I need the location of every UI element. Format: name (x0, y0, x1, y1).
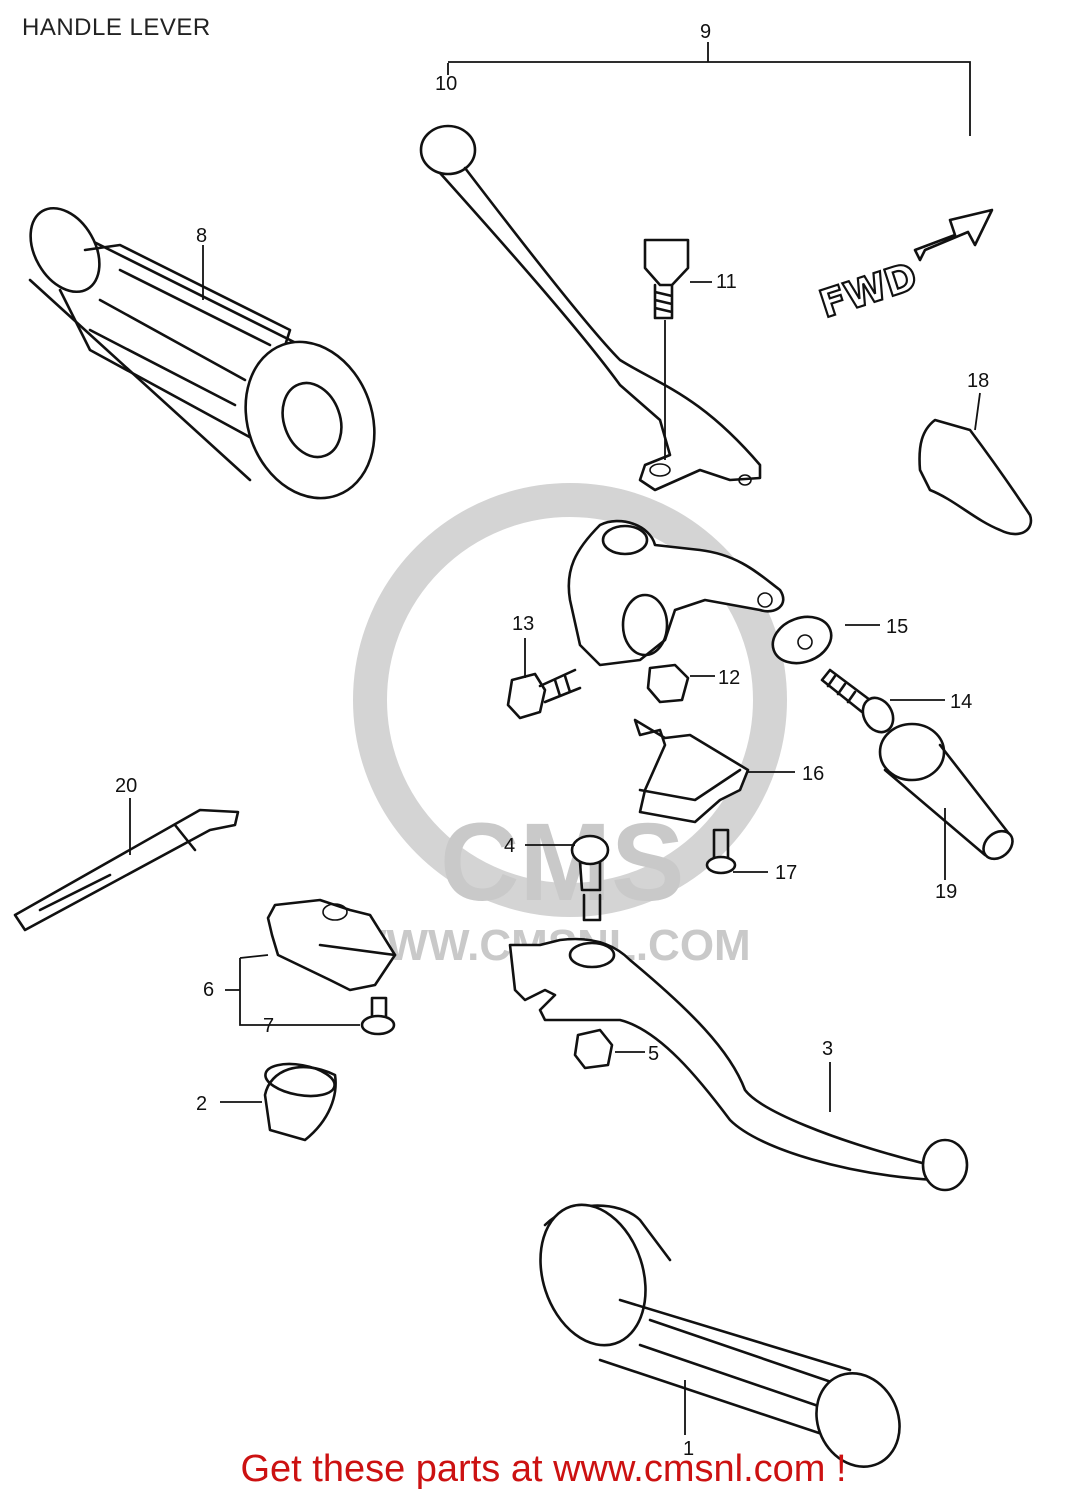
callout-6: 6 (203, 979, 214, 1001)
nut-12 (646, 663, 690, 704)
callout-5: 5 (648, 1043, 659, 1065)
watermark-brand: CMS (440, 801, 684, 924)
callout-13: 13 (512, 613, 534, 635)
callout-1: 1 (683, 1438, 694, 1460)
callout-numbers: 1 2 3 4 5 6 7 8 9 10 11 12 13 14 15 16 1… (115, 21, 989, 1460)
callout-10: 10 (435, 73, 457, 95)
adjuster-locknut (771, 615, 833, 665)
front-brake-switch (633, 718, 750, 824)
callout-20: 20 (115, 775, 137, 797)
callout-15: 15 (886, 616, 908, 638)
pivot-bolt (643, 238, 690, 460)
callout-9: 9 (700, 21, 711, 43)
lever-boot (918, 418, 1033, 536)
adjuster-bolt (820, 668, 895, 734)
throttle-collar (263, 1062, 337, 1142)
callout-17: 17 (775, 862, 797, 884)
screw-17 (705, 828, 737, 875)
callout-12: 12 (718, 667, 740, 689)
clutch-lever (419, 124, 762, 492)
callout-2: 2 (196, 1093, 207, 1115)
forward-arrow-icon: FWD (813, 208, 994, 328)
callout-14: 14 (950, 691, 972, 713)
direction-label: FWD (814, 254, 922, 327)
diagram-title: HANDLE LEVER (22, 14, 211, 41)
leader-lines (129, 42, 981, 1435)
callout-19: 19 (935, 881, 957, 903)
pivot-bolt-4 (570, 834, 610, 922)
rear-brake-switch (266, 898, 397, 992)
callout-18: 18 (967, 370, 989, 392)
left-handle-grip (28, 206, 376, 500)
right-throttle-grip (539, 1203, 901, 1468)
watermark: CMS WWW.CMSNL.COM (345, 483, 787, 970)
callout-16: 16 (802, 763, 824, 785)
bolt-13 (506, 668, 582, 720)
callout-11: 11 (716, 271, 737, 293)
callout-7: 7 (263, 1015, 274, 1037)
nut-5 (573, 1028, 614, 1070)
screw-7 (360, 996, 396, 1036)
lever-holder (567, 519, 785, 667)
callout-8: 8 (196, 225, 207, 247)
callout-3: 3 (822, 1038, 833, 1060)
callout-4: 4 (504, 835, 515, 857)
dust-cover (878, 722, 1014, 861)
footer-link[interactable]: Get these parts at www.cmsnl.com ! (240, 1448, 847, 1490)
brake-lever (508, 937, 969, 1192)
cable-tie (13, 808, 240, 932)
